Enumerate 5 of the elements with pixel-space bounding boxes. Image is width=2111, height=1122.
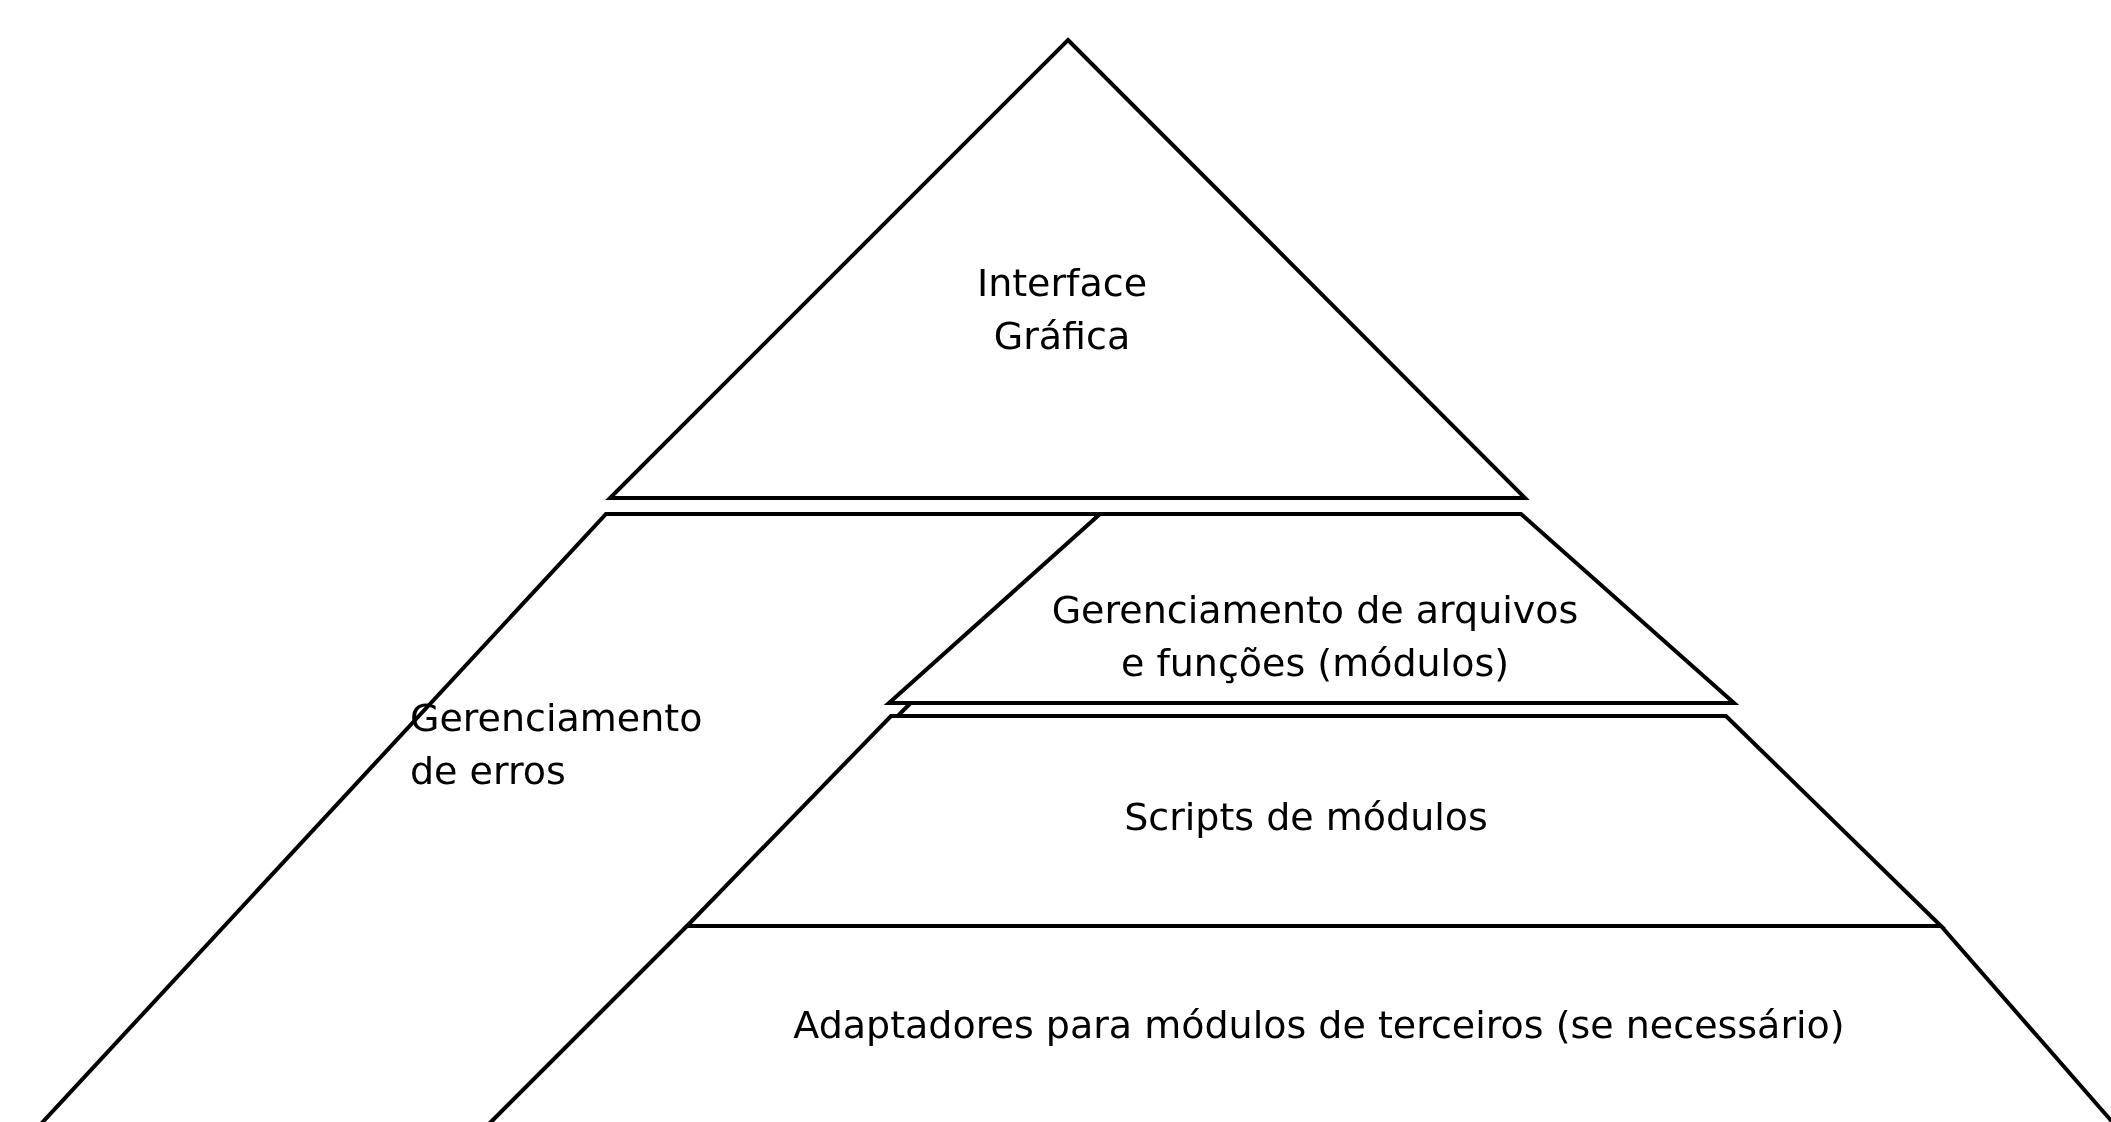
layer-label: Gerenciamento de erros [410, 694, 704, 795]
layer-label: Interface Gráfica [975, 259, 1149, 360]
layer-label: Gerenciamento de arquivos e funções (módulos) [1050, 586, 1580, 687]
layer-label: Scripts de módulos [1123, 794, 1489, 842]
layer-label: Adaptadores para módulos de terceiros (se necessário) [792, 1002, 1846, 1050]
